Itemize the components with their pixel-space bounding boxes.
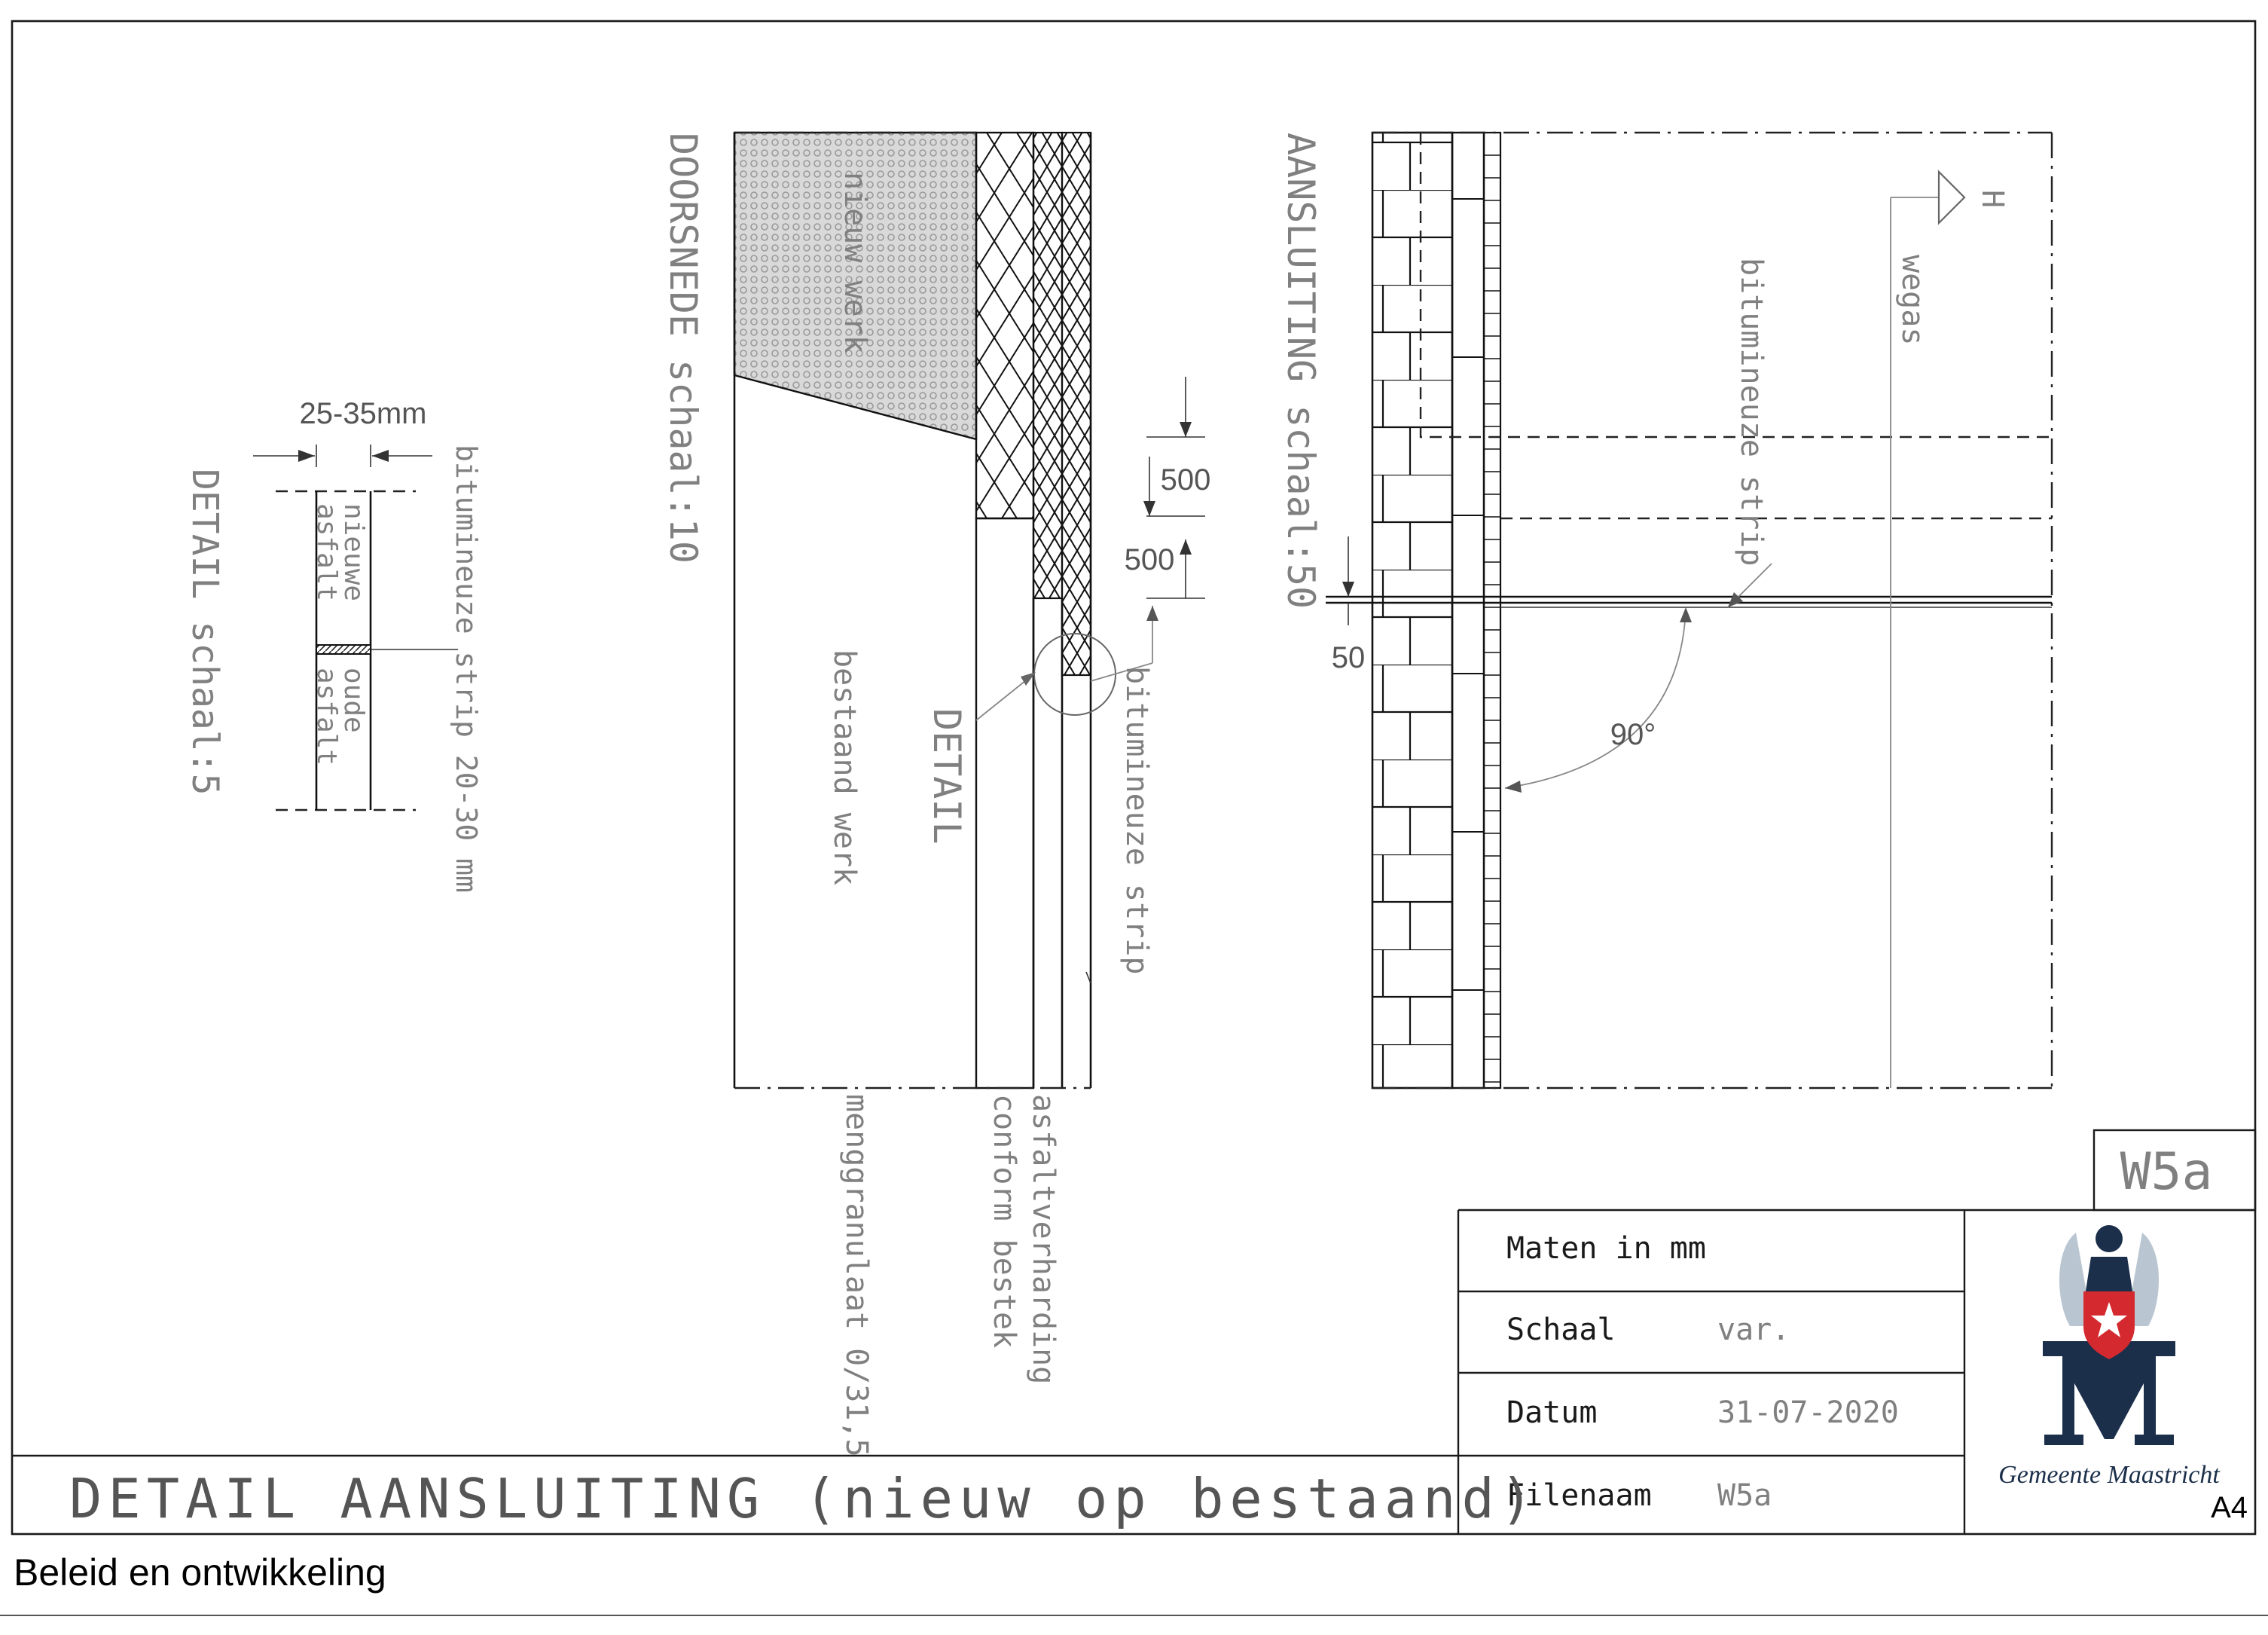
connection-plan-drawing: AANSLUITING schaal:50 [1279, 131, 2053, 1089]
scale-value: var. [1717, 1313, 1790, 1347]
organisation-name: Gemeente Maastricht [1998, 1461, 2221, 1489]
filename-label: Filenaam [1506, 1478, 1652, 1513]
detail-old-asphalt-label-2: asfalt [311, 668, 342, 766]
detail-new-asphalt-label-2: asfalt [311, 503, 342, 601]
date-label: Datum [1506, 1395, 1597, 1430]
section-granulate-hatch [975, 131, 1035, 520]
detail-width-dimension: 25-35mm [300, 397, 427, 430]
connection-north-letter: H [1975, 190, 2010, 208]
cross-section-drawing: DOORSNEDE schaal:10 nieuw werk bestaand … [661, 131, 1211, 1457]
section-title: DOORSNEDE schaal:10 [661, 133, 705, 564]
section-asphalt-label-1: asfaltverharding [1026, 1094, 1061, 1384]
connection-strip-label: bitumineuze strip [1734, 258, 1769, 566]
north-arrow-icon [1937, 170, 1966, 225]
connection-title: AANSLUITING schaal:50 [1279, 133, 1323, 609]
sheet-border [11, 20, 2257, 1536]
detail-drawing: 25-35mm nieuwe asfalt oude asfalt bitumi… [184, 397, 483, 893]
detail-strip-label: bitumineuze strip 20-30 mm [450, 445, 483, 893]
units-label: Maten in mm [1506, 1231, 1706, 1266]
municipal-logo-icon [2043, 1225, 2175, 1445]
drawing-title: DETAIL AANSLUITING (nieuw op bestaand) [69, 1467, 1539, 1530]
section-granulate-label: menggranulaat 0/31,5 [839, 1094, 874, 1457]
section-dimension-top: 500 [1161, 463, 1211, 497]
title-block: W5a Maten in mm Schaal var. Datum 31-07-… [12, 1129, 2257, 1534]
scale-label: Schaal [1506, 1313, 1616, 1347]
connection-angle: 90° [1610, 718, 1656, 751]
paper-size: A4 [2211, 1491, 2248, 1524]
detail-bitumen-strip [316, 644, 371, 655]
filename-value: W5a [1717, 1478, 1772, 1513]
section-existing-work-label: bestaand werk [827, 649, 862, 885]
section-asphalt-hatch [1032, 131, 1064, 600]
connection-axis-label: wegas [1895, 255, 1930, 345]
detail-old-asphalt-label-1: oude [338, 668, 369, 733]
section-dimension-bottom: 500 [1125, 543, 1175, 576]
section-strip-label: bitumineuze strip [1119, 666, 1154, 974]
date-value: 31-07-2020 [1717, 1395, 1899, 1430]
sheet-code: W5a [2120, 1142, 2213, 1202]
section-detail-callout: DETAIL [925, 708, 969, 845]
connection-dimension: 50 [1332, 641, 1366, 674]
detail-new-asphalt-label-1: nieuwe [338, 503, 369, 601]
connection-brick-wall [1371, 131, 1454, 1089]
section-asphalt-label-2: conform bestek [987, 1094, 1021, 1348]
department-label: Beleid en ontwikkeling [14, 1551, 386, 1594]
detail-title: DETAIL schaal:5 [184, 469, 226, 795]
section-new-work-label: nieuw werk [838, 172, 872, 353]
